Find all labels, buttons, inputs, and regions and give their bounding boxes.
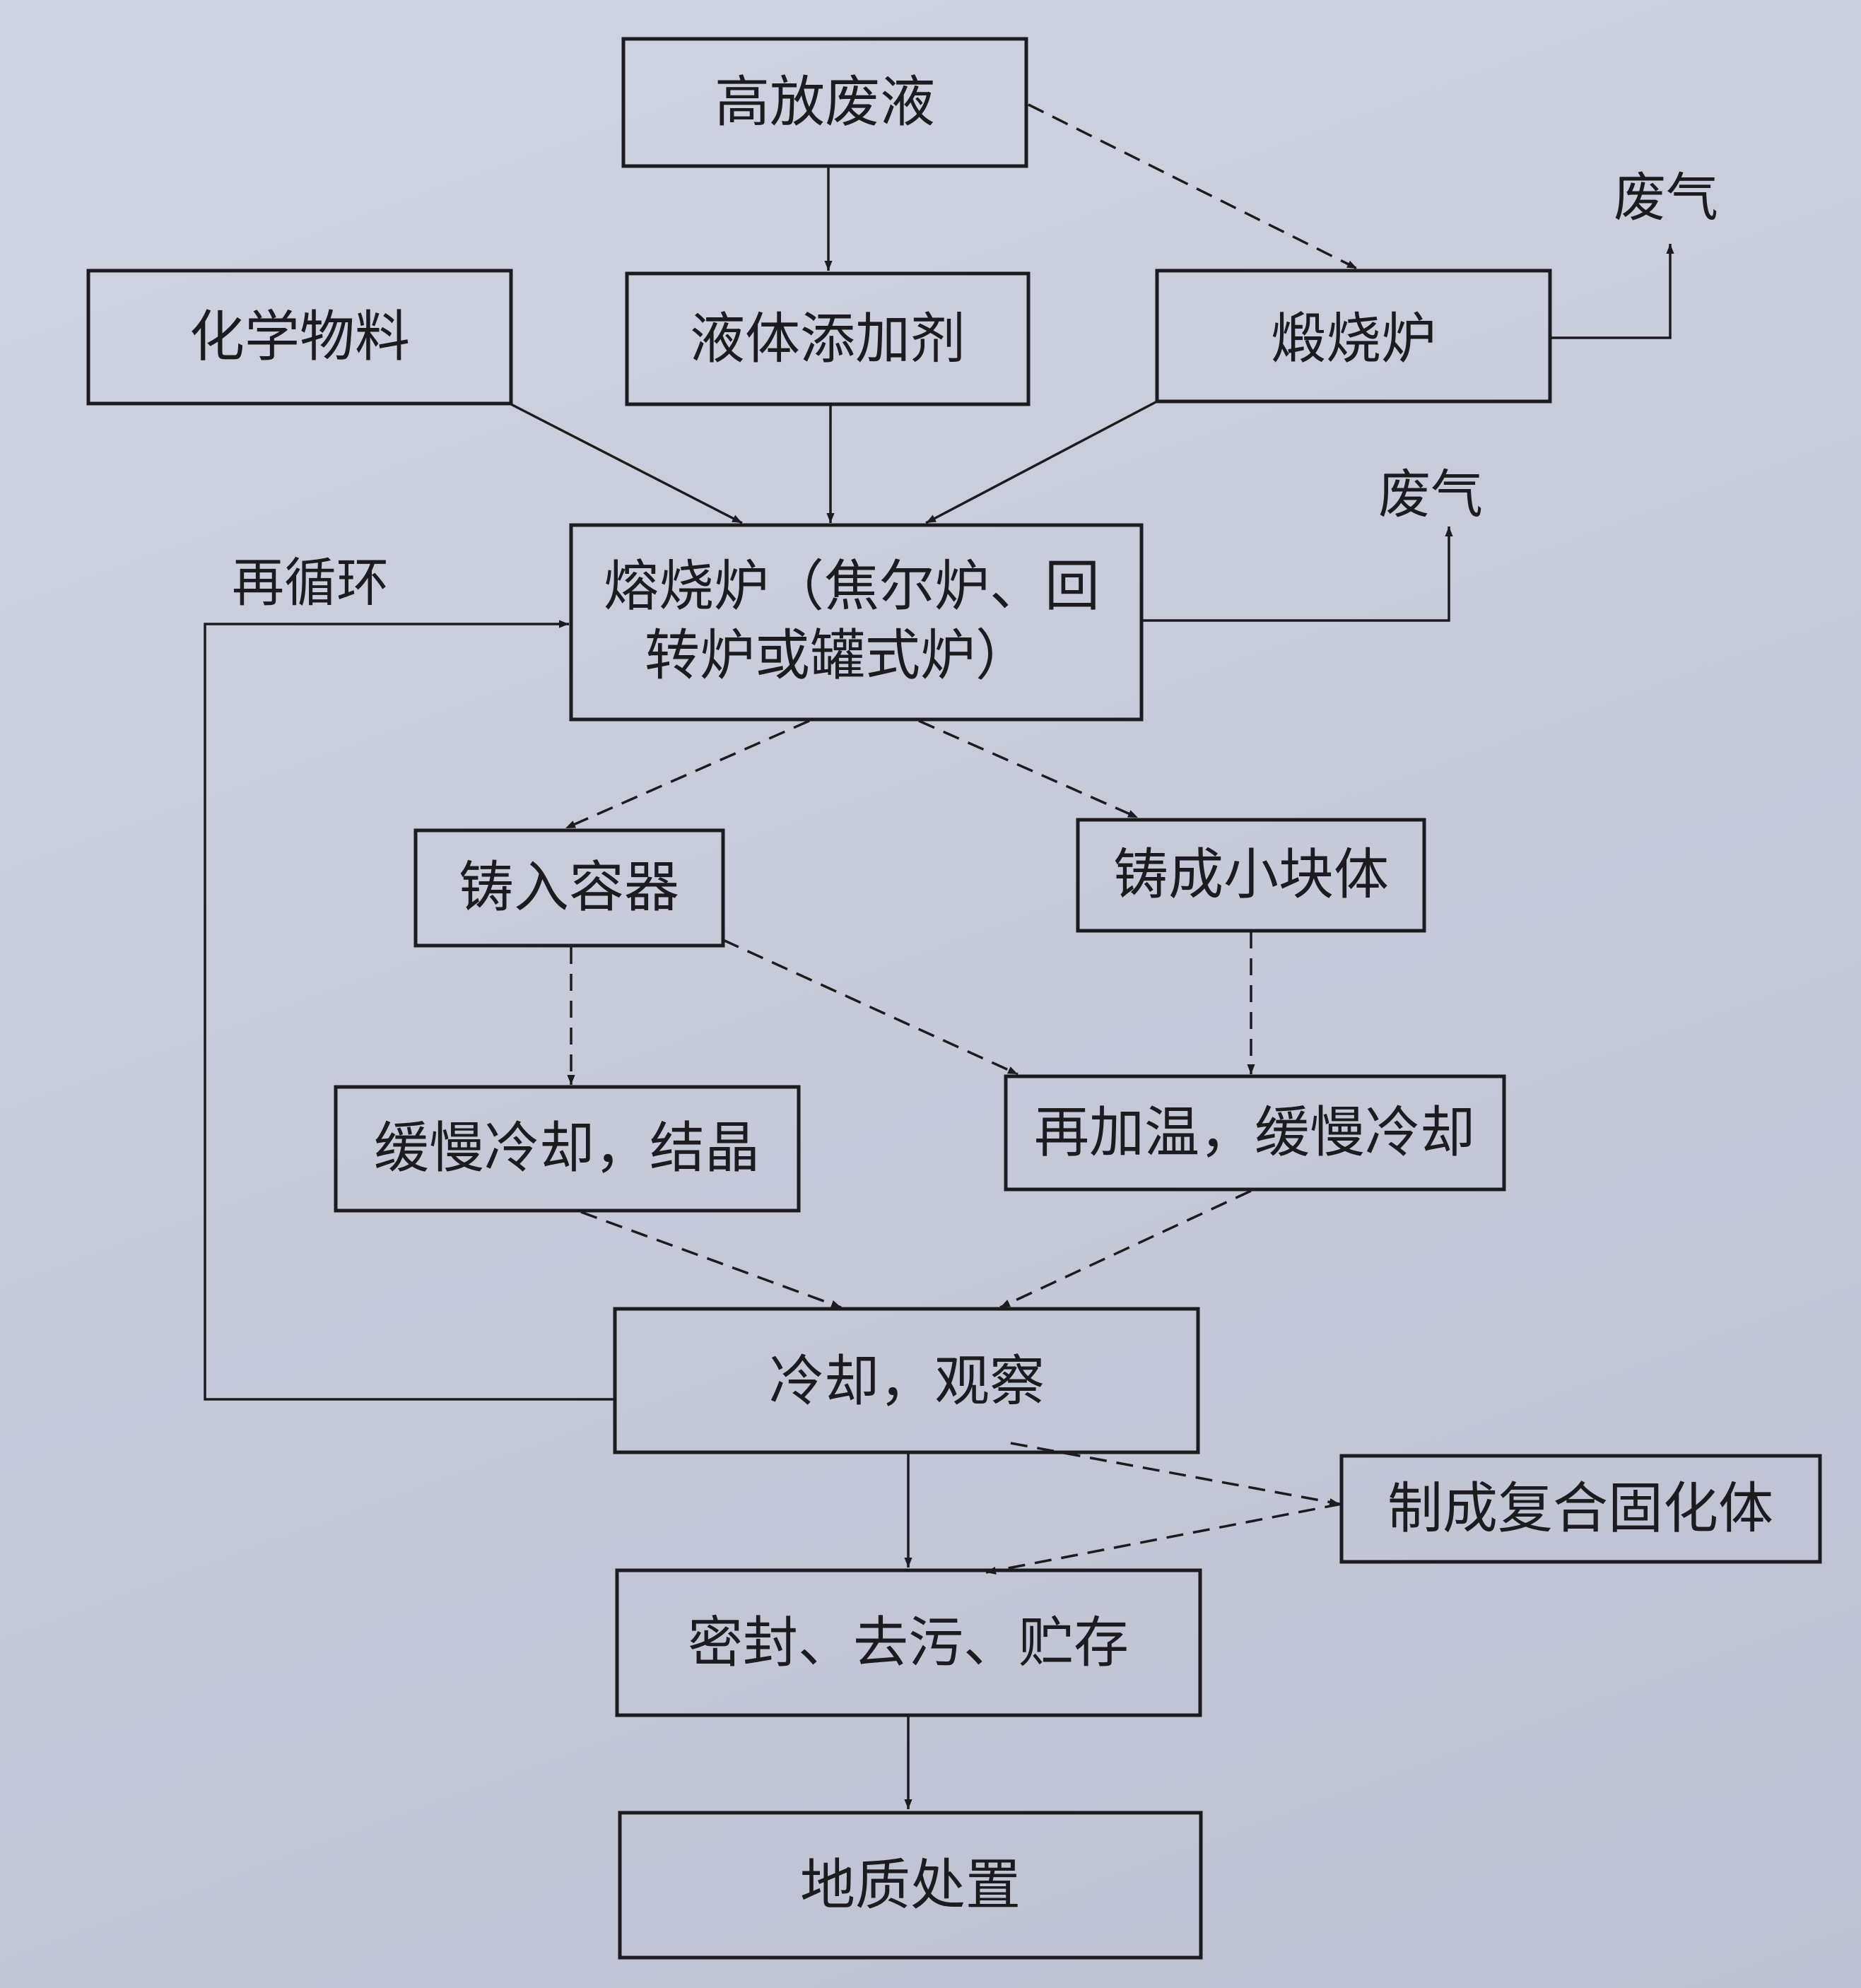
node-box-slow-cool-crystallize bbox=[334, 1085, 801, 1213]
node-composite-solid: 制成复合固化体 bbox=[1387, 1477, 1773, 1541]
arrow-recycle-to-melter bbox=[204, 620, 615, 1401]
node-box-cast-blocks bbox=[1076, 818, 1426, 933]
node-box-pour-container bbox=[413, 828, 725, 948]
label-offgas-melter: 废气 bbox=[1378, 464, 1483, 525]
node-melter-line1: 熔烧炉（焦尔炉、回 bbox=[604, 555, 1100, 618]
node-box-calciner bbox=[1155, 269, 1552, 404]
node-calciner: 煅烧炉 bbox=[1271, 307, 1436, 371]
node-box-seal-decon-store bbox=[615, 1568, 1202, 1717]
arrow-coolobserve-to-composite bbox=[1010, 1442, 1340, 1506]
node-liquid-additive: 液体添加剂 bbox=[690, 307, 965, 371]
node-slow-cool-crystallize: 缓慢冷却，结晶 bbox=[374, 1117, 760, 1180]
node-reheat-slow-cool: 再加温，缓慢冷却 bbox=[1034, 1101, 1475, 1165]
node-box-cool-observe bbox=[613, 1307, 1200, 1454]
arrow-calciner-to-melter bbox=[925, 400, 1158, 524]
node-box-reheat-slow-cool bbox=[1004, 1074, 1506, 1192]
node-seal-decon-store: 密封、去污、贮存 bbox=[688, 1611, 1129, 1675]
arrow-composite-to-seal bbox=[985, 1502, 1342, 1575]
node-high-level-waste: 高放废液 bbox=[715, 71, 935, 134]
node-chemical-materials: 化学物料 bbox=[189, 305, 410, 369]
arrow-pour-to-reheat bbox=[722, 939, 1018, 1076]
arrow-reheat-to-coolobserve bbox=[999, 1189, 1252, 1309]
node-box-chemical-materials bbox=[86, 269, 513, 406]
node-pour-container: 铸入容器 bbox=[459, 856, 679, 919]
node-box-composite-solid bbox=[1339, 1454, 1822, 1564]
node-cast-blocks: 铸成小块体 bbox=[1113, 843, 1389, 907]
node-box-liquid-additive bbox=[625, 271, 1031, 406]
arrow-melter-to-pour bbox=[565, 719, 810, 830]
node-box-geological-disposal bbox=[618, 1811, 1203, 1960]
arrow-melter-offgas bbox=[1141, 527, 1453, 622]
node-cool-observe: 冷却，观察 bbox=[769, 1350, 1045, 1413]
arrow-melter-to-blocks bbox=[918, 719, 1139, 819]
arrow-waste-to-calciner bbox=[1028, 103, 1358, 270]
node-box-melter bbox=[569, 523, 1144, 722]
arrow-chemical-to-melter bbox=[510, 403, 743, 524]
label-recycle: 再循环 bbox=[232, 553, 389, 613]
arrow-calciner-offgas bbox=[1550, 244, 1674, 339]
label-offgas-calciner: 废气 bbox=[1614, 167, 1718, 228]
node-geological-disposal: 地质处置 bbox=[800, 1854, 1021, 1917]
node-melter-line2: 转炉或罐式炉） bbox=[645, 624, 1031, 688]
node-box-high-level-waste bbox=[621, 37, 1028, 168]
arrow-slowcool-to-coolobserve bbox=[580, 1211, 842, 1309]
